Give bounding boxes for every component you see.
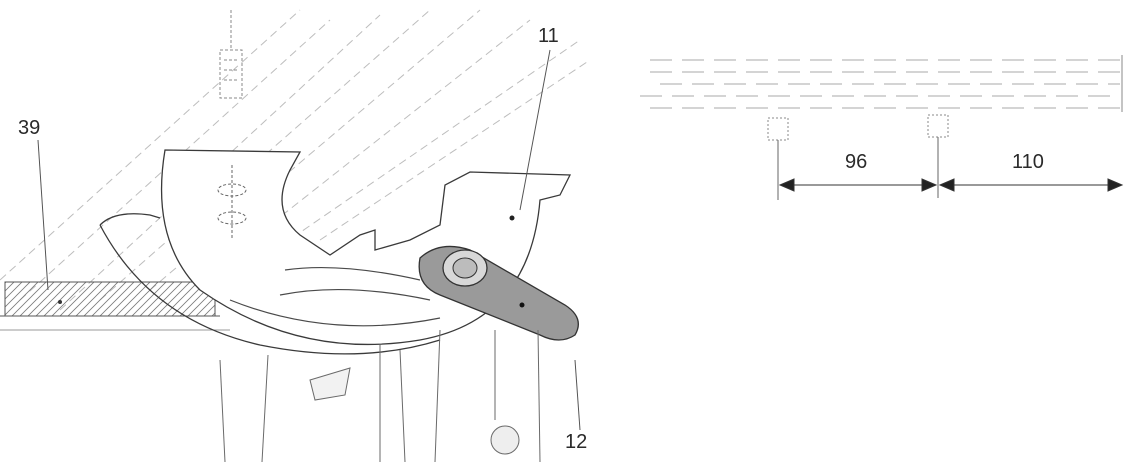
top-rail-section bbox=[640, 59, 1120, 109]
clamp-lever-part-12 bbox=[418, 245, 579, 341]
pivot-dot bbox=[509, 215, 515, 221]
dimension-label-110: 110 bbox=[1012, 151, 1044, 173]
leader-lines bbox=[37, 49, 581, 431]
quadrant-fasteners bbox=[217, 165, 247, 240]
mounting-hole-1 bbox=[767, 117, 789, 200]
lower-supports bbox=[219, 329, 541, 462]
dimension-line-96 bbox=[778, 178, 938, 192]
dimension-line-110 bbox=[938, 178, 1124, 192]
guide-slot bbox=[229, 266, 441, 327]
dimension-label-96: 96 bbox=[845, 151, 868, 173]
top-bolt bbox=[219, 10, 243, 99]
callout-39: 39 bbox=[18, 117, 41, 139]
callout-12: 12 bbox=[565, 431, 588, 453]
quadrant-bracket bbox=[99, 149, 572, 355]
callout-11: 11 bbox=[538, 25, 559, 47]
rail-part-39 bbox=[0, 281, 230, 331]
mounting-hole-2 bbox=[927, 114, 949, 198]
